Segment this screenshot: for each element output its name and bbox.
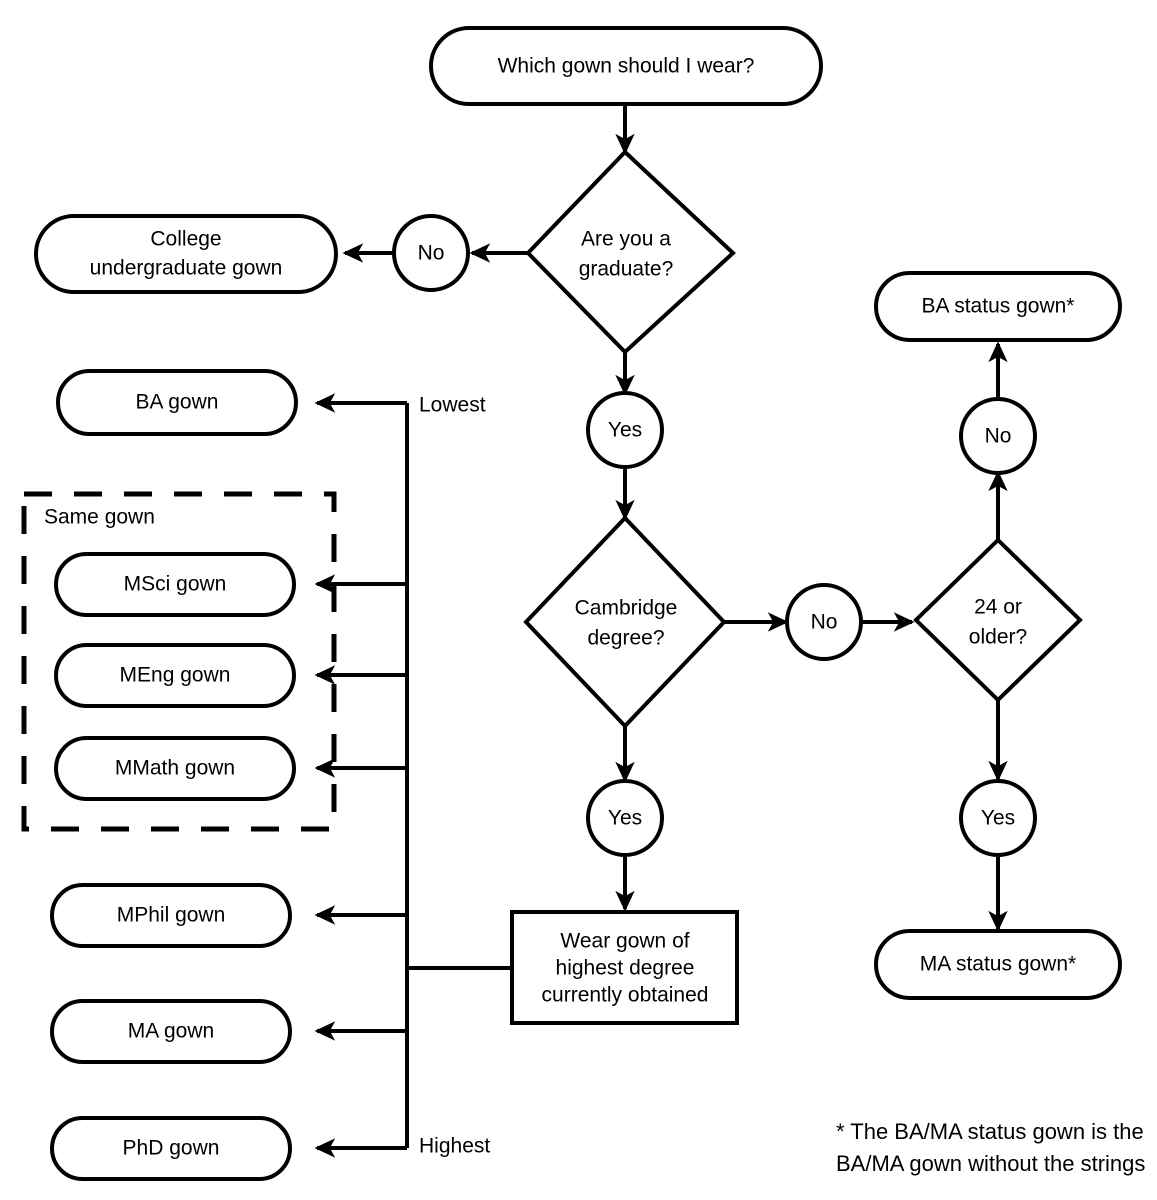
age-question-line2: older? [969, 626, 1027, 649]
graduate-yes-shape [586, 391, 664, 469]
phd-gown-shape [50, 1116, 292, 1181]
footnote-line-2: BA/MA gown without the strings [836, 1151, 1145, 1176]
graduate-no-shape [392, 214, 470, 292]
graduate-no-label: No [418, 242, 445, 265]
node-mmath-gown[interactable]: MMath gown [54, 736, 296, 801]
age-no-shape [959, 397, 1037, 475]
node-start[interactable]: Which gown should I wear? [429, 26, 823, 106]
wear-highest-shape [510, 910, 739, 1025]
age-yes-label: Yes [981, 807, 1015, 830]
college-undergrad-line1: College [150, 228, 221, 251]
wear-highest-line3: currently obtained [542, 984, 709, 1007]
ma-gown-label: MA gown [128, 1020, 214, 1043]
start-label: Which gown should I wear? [498, 55, 755, 78]
cambridge-no-shape [785, 583, 863, 661]
node-cambridge-degree[interactable]: Cambridge degree? [523, 515, 727, 729]
age-yes-shape [959, 779, 1037, 857]
node-24-or-older[interactable]: 24 or older? [913, 537, 1083, 703]
cambridge-question-line1: Cambridge [575, 597, 678, 620]
node-college-undergraduate-gown[interactable]: College undergraduate gown [34, 214, 338, 294]
node-ma-status-gown[interactable]: MA status gown* [874, 929, 1122, 1000]
phd-gown-label: PhD gown [123, 1137, 220, 1160]
node-ba-status-gown[interactable]: BA status gown* [874, 271, 1122, 342]
mphil-gown-label: MPhil gown [117, 904, 226, 927]
mphil-gown-shape [50, 883, 292, 948]
cambridge-yes-shape [586, 779, 664, 857]
graduate-yes-label: Yes [608, 419, 642, 442]
age-question-shape [913, 537, 1083, 703]
graduate-question-line2: graduate? [579, 258, 674, 281]
node-msci-gown[interactable]: MSci gown [54, 552, 296, 617]
node-cambridge-yes[interactable]: Yes [586, 779, 664, 857]
cambridge-question-shape [523, 515, 727, 729]
college-undergrad-line2: undergraduate gown [90, 257, 283, 280]
college-undergrad-shape [34, 214, 338, 294]
node-cambridge-no[interactable]: No [785, 583, 863, 661]
graduate-question-line1: Are you a [581, 228, 671, 251]
node-age-yes[interactable]: Yes [959, 779, 1037, 857]
meng-gown-shape [54, 643, 296, 708]
footnote-line-1: * The BA/MA status gown is the [836, 1119, 1144, 1144]
age-no-label: No [985, 425, 1012, 448]
node-phd-gown[interactable]: PhD gown [50, 1116, 292, 1181]
node-graduate-no[interactable]: No [392, 214, 470, 292]
node-are-you-a-graduate[interactable]: Are you a graduate? [525, 149, 736, 355]
node-wear-highest-degree-gown[interactable]: Wear gown of highest degree currently ob… [510, 910, 739, 1025]
same-gown-group-box [21, 491, 337, 832]
ba-status-gown-label: BA status gown* [922, 295, 1075, 318]
node-age-no[interactable]: No [959, 397, 1037, 475]
msci-gown-shape [54, 552, 296, 617]
msci-gown-label: MSci gown [124, 573, 227, 596]
graduate-question-shape [525, 149, 736, 355]
ba-gown-shape [56, 369, 298, 436]
ma-gown-shape [50, 999, 292, 1064]
node-meng-gown[interactable]: MEng gown [54, 643, 296, 708]
mmath-gown-label: MMath gown [115, 757, 235, 780]
same-gown-group-label: Same gown [44, 506, 155, 529]
rank-lowest-label: Lowest [419, 394, 486, 417]
cambridge-question-line2: degree? [587, 627, 664, 650]
footnote: * The BA/MA status gown is the BA/MA gow… [836, 1119, 1145, 1176]
ba-status-gown-shape [874, 271, 1122, 342]
node-ba-gown[interactable]: BA gown [56, 369, 298, 436]
meng-gown-label: MEng gown [120, 664, 231, 687]
rank-highest-label: Highest [419, 1135, 490, 1158]
node-ma-gown[interactable]: MA gown [50, 999, 292, 1064]
wear-highest-line1: Wear gown of [560, 930, 689, 953]
age-question-line1: 24 or [974, 596, 1022, 619]
cambridge-yes-label: Yes [608, 807, 642, 830]
ma-status-gown-label: MA status gown* [920, 953, 1076, 976]
ba-gown-label: BA gown [136, 391, 219, 414]
wear-highest-line2: highest degree [556, 957, 695, 980]
ma-status-gown-shape [874, 929, 1122, 1000]
cambridge-no-label: No [811, 611, 838, 634]
mmath-gown-shape [54, 736, 296, 801]
start-shape [429, 26, 823, 106]
node-mphil-gown[interactable]: MPhil gown [50, 883, 292, 948]
node-graduate-yes[interactable]: Yes [586, 391, 664, 469]
